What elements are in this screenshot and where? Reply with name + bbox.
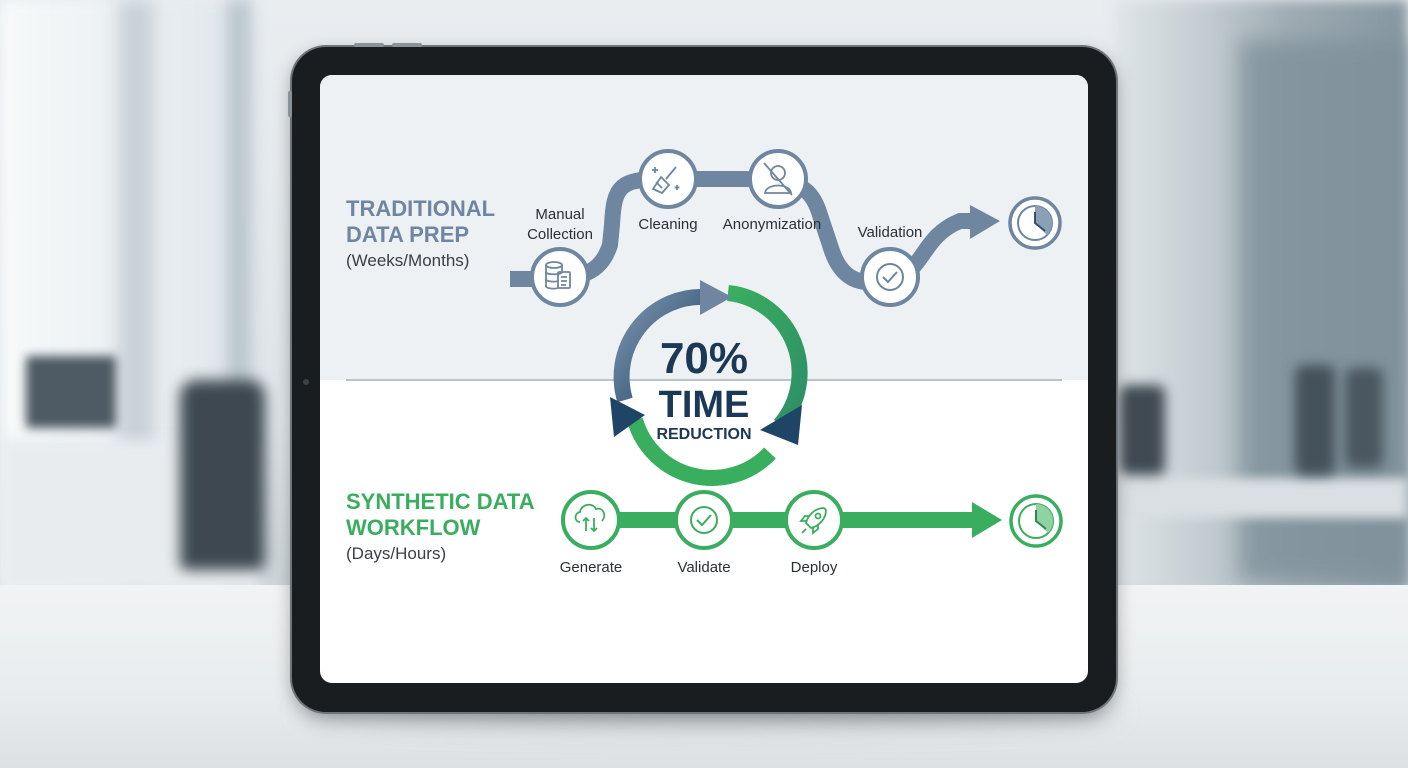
synthetic-clock: [1009, 494, 1063, 548]
synthetic-path: [590, 502, 1002, 538]
synthetic-subtitle: (Days/Hours): [346, 544, 446, 563]
cloud-sync-icon: [574, 503, 606, 533]
step-validation: [860, 247, 920, 307]
tablet-button: [354, 43, 384, 47]
clock-icon: [1017, 205, 1053, 241]
step-anonymization: [748, 149, 808, 209]
green-cycle-arrow: [726, 285, 808, 431]
database-icon: [545, 261, 571, 290]
step-generate: [561, 490, 621, 550]
step-label: Generate: [560, 559, 623, 576]
tablet-button: [392, 43, 422, 47]
traditional-subtitle: (Weeks/Months): [346, 251, 469, 270]
traditional-clock: [1008, 196, 1062, 250]
check-icon: [876, 263, 904, 291]
slate-arrowhead: [700, 280, 732, 315]
synthetic-title-line2: WORKFLOW: [346, 515, 481, 540]
front-camera: [303, 379, 309, 385]
step-label: Manual: [535, 206, 584, 223]
tablet-device: TRADITIONAL DATA PREP (Weeks/Months) Man…: [288, 43, 1116, 712]
step-manual-collection: [530, 247, 590, 307]
step-validate: [674, 490, 734, 550]
step-cleaning: [638, 149, 698, 209]
rocket-icon: [799, 507, 827, 535]
user-slash-icon: [763, 162, 793, 196]
navy-arrowhead: [760, 405, 802, 445]
step-label: Anonymization: [723, 216, 821, 233]
blue-cycle-arrow: [613, 288, 706, 403]
tablet-side-button: [288, 91, 292, 117]
navy-arrowhead-left: [610, 397, 645, 437]
clock-icon: [1018, 503, 1054, 539]
synthetic-title-line1: SYNTHETIC DATA: [346, 489, 535, 514]
reduction-word: TIME: [659, 384, 750, 426]
step-label: Collection: [527, 226, 593, 243]
synthetic-arrowhead: [972, 502, 1002, 538]
traditional-title-line1: TRADITIONAL: [346, 196, 495, 221]
tablet-screen: TRADITIONAL DATA PREP (Weeks/Months) Man…: [320, 75, 1088, 683]
step-deploy: [784, 490, 844, 550]
check-icon: [690, 506, 718, 534]
green-bottom-arc: [627, 417, 776, 486]
broom-icon: [651, 166, 680, 195]
traditional-title-line2: DATA PREP: [346, 222, 469, 247]
workflow-diagram: TRADITIONAL DATA PREP (Weeks/Months) Man…: [346, 149, 1063, 576]
step-label: Validate: [677, 559, 730, 576]
reduction-percent: 70%: [660, 334, 748, 383]
step-label: Cleaning: [638, 216, 697, 233]
traditional-arrowhead: [970, 205, 1000, 239]
time-reduction-cycle: 70% TIME REDUCTION: [610, 280, 808, 486]
step-label: Validation: [858, 224, 923, 241]
reduction-caption: REDUCTION: [656, 426, 751, 443]
step-label: Deploy: [791, 559, 838, 576]
